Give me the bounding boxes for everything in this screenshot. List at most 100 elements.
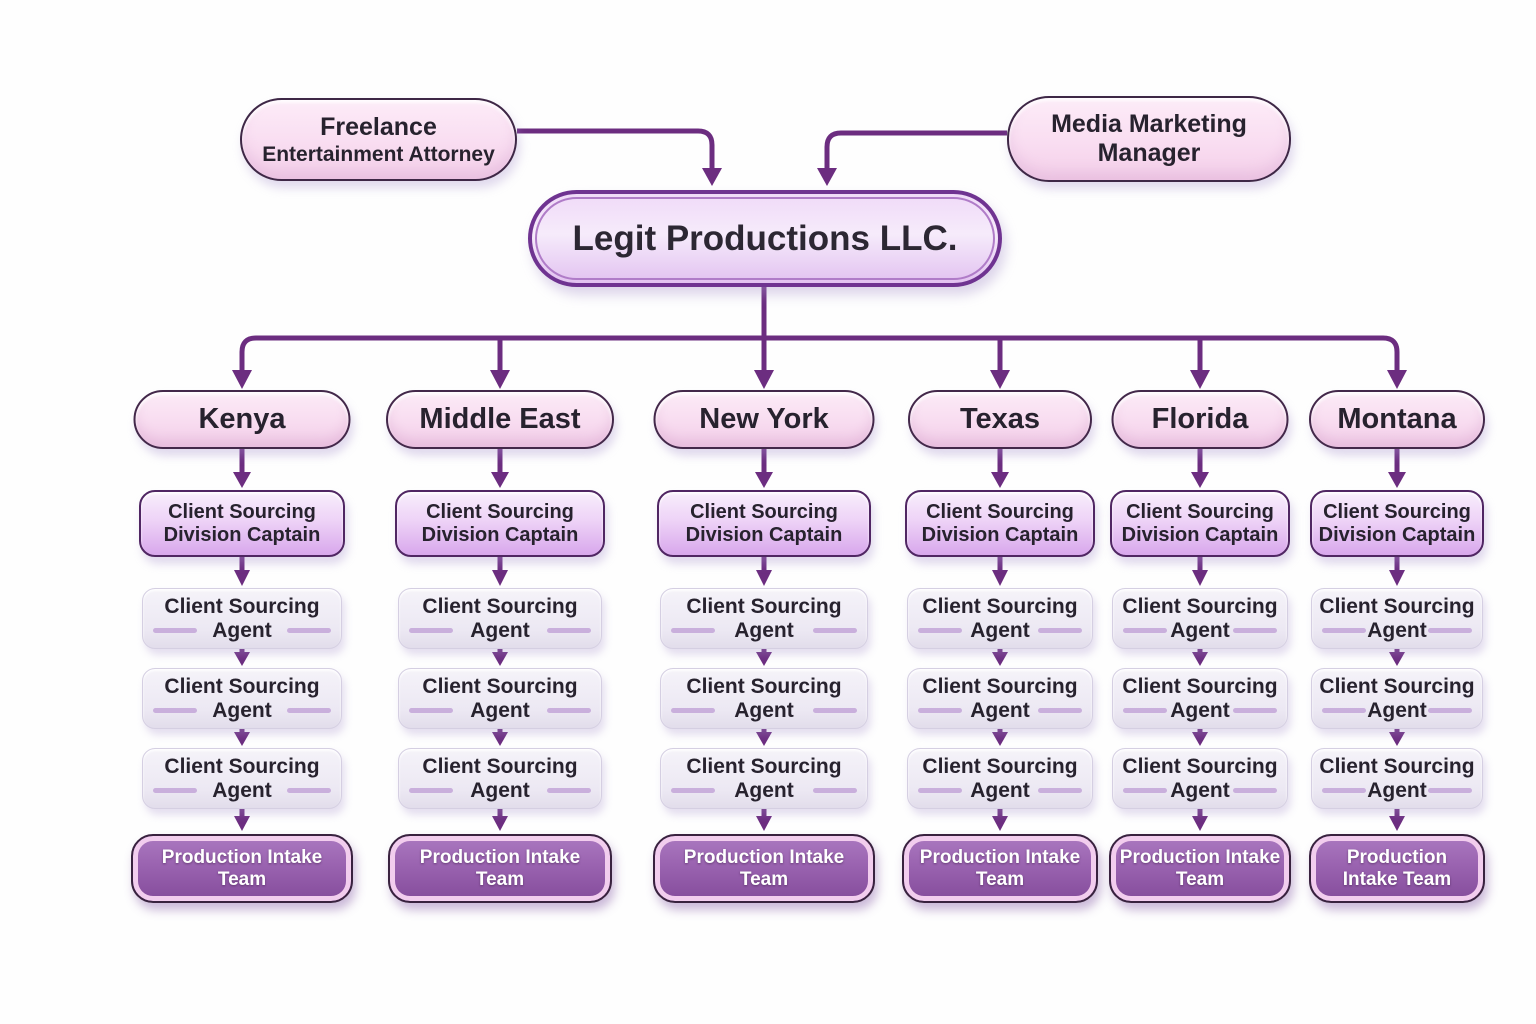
arrowhead: [1192, 732, 1208, 746]
captain-box-montana: Client Sourcing Division Captain: [1310, 490, 1484, 557]
agent-divider-right: [1428, 708, 1472, 713]
attorney-label-line1: Freelance: [320, 112, 437, 141]
agent-label: Client Sourcing Agent: [1319, 674, 1475, 722]
arrowhead: [1389, 570, 1405, 586]
arrowhead: [992, 570, 1008, 586]
team-box-middle-east: Production Intake Team: [388, 834, 612, 903]
agent-box-florida-1: Client Sourcing Agent: [1112, 588, 1288, 649]
captain-label: Client Sourcing Division Captain: [1121, 500, 1279, 546]
team-box-new-york: Production Intake Team: [653, 834, 875, 903]
agent-box-kenya-2: Client Sourcing Agent: [142, 668, 342, 729]
agent-divider-right: [1233, 708, 1277, 713]
captain-label: Client Sourcing Division Captain: [163, 500, 321, 546]
agent-label: Client Sourcing Agent: [922, 674, 1078, 722]
arrowhead: [991, 472, 1009, 488]
arrowhead: [492, 652, 508, 666]
agent-divider-right: [813, 788, 857, 793]
region-pill-kenya: Kenya: [133, 390, 351, 449]
region-label: Middle East: [419, 403, 581, 435]
agent-divider-left: [1123, 708, 1167, 713]
arrowhead: [992, 652, 1008, 666]
agent-divider-left: [409, 708, 453, 713]
agent-divider-left: [671, 788, 715, 793]
agent-divider-left: [153, 628, 197, 633]
agent-label: Client Sourcing Agent: [922, 754, 1078, 802]
agent-divider-left: [153, 708, 197, 713]
agent-divider-left: [671, 628, 715, 633]
team-box-florida: Production Intake Team: [1109, 834, 1291, 903]
arrowhead: [756, 816, 772, 831]
agent-divider-left: [1322, 708, 1366, 713]
agent-box-middle-east-3: Client Sourcing Agent: [398, 748, 602, 809]
agent-divider-right: [1428, 788, 1472, 793]
connector-media-to-root: [824, 130, 1007, 170]
arrowhead: [1190, 370, 1210, 389]
agent-divider-right: [287, 628, 331, 633]
agent-divider-left: [671, 708, 715, 713]
agent-label: Client Sourcing Agent: [1319, 754, 1475, 802]
agent-box-florida-2: Client Sourcing Agent: [1112, 668, 1288, 729]
arrowhead: [755, 472, 773, 488]
arrowhead: [702, 168, 722, 186]
attorney-label-line2: Entertainment Attorney: [262, 142, 495, 166]
arrowhead: [1192, 570, 1208, 586]
agent-box-new-york-1: Client Sourcing Agent: [660, 588, 868, 649]
arrowhead: [990, 370, 1010, 389]
region-pill-texas: Texas: [908, 390, 1092, 449]
team-label: Production Intake Team: [919, 846, 1081, 890]
agent-box-montana-2: Client Sourcing Agent: [1311, 668, 1483, 729]
captain-box-texas: Client Sourcing Division Captain: [905, 490, 1095, 557]
agent-divider-left: [153, 788, 197, 793]
region-pill-middle-east: Middle East: [386, 390, 614, 449]
team-label: Production Intake Team: [419, 846, 581, 890]
arrowhead: [234, 652, 250, 666]
agent-label: Client Sourcing Agent: [422, 754, 578, 802]
region-pill-montana: Montana: [1309, 390, 1485, 449]
agent-divider-left: [1123, 628, 1167, 633]
node-media-marketing-manager: Media Marketing Manager: [1007, 96, 1291, 182]
agent-divider-right: [287, 788, 331, 793]
agent-box-kenya-3: Client Sourcing Agent: [142, 748, 342, 809]
arrowhead: [491, 472, 509, 488]
agent-label: Client Sourcing Agent: [922, 594, 1078, 642]
region-label: New York: [699, 403, 829, 435]
arrowhead: [992, 816, 1008, 831]
captain-box-florida: Client Sourcing Division Captain: [1110, 490, 1290, 557]
arrowhead: [992, 732, 1008, 746]
region-label: Florida: [1151, 403, 1249, 435]
agent-box-montana-3: Client Sourcing Agent: [1311, 748, 1483, 809]
agent-box-florida-3: Client Sourcing Agent: [1112, 748, 1288, 809]
agent-box-middle-east-1: Client Sourcing Agent: [398, 588, 602, 649]
arrowhead: [234, 816, 250, 831]
node-freelance-attorney: Freelance Entertainment Attorney: [240, 98, 517, 181]
connector-bus: [239, 335, 1400, 372]
team-box-montana: Production Intake Team: [1309, 834, 1485, 903]
captain-label: Client Sourcing Division Captain: [421, 500, 579, 546]
agent-divider-left: [918, 708, 962, 713]
agent-divider-right: [547, 628, 591, 633]
arrowhead: [1389, 816, 1405, 831]
team-label: Production Intake Team: [1342, 846, 1452, 890]
agent-divider-right: [547, 788, 591, 793]
agent-box-middle-east-2: Client Sourcing Agent: [398, 668, 602, 729]
arrowhead: [234, 570, 250, 586]
agent-label: Client Sourcing Agent: [422, 674, 578, 722]
agent-divider-right: [287, 708, 331, 713]
agent-divider-right: [1428, 628, 1472, 633]
root-label: Legit Productions LLC.: [572, 218, 958, 258]
agent-label: Client Sourcing Agent: [164, 754, 320, 802]
agent-box-texas-3: Client Sourcing Agent: [907, 748, 1093, 809]
media-label-line2: Manager: [1097, 139, 1201, 167]
agent-box-new-york-3: Client Sourcing Agent: [660, 748, 868, 809]
arrowhead: [233, 472, 251, 488]
team-box-texas: Production Intake Team: [902, 834, 1098, 903]
agent-divider-right: [1233, 628, 1277, 633]
region-pill-florida: Florida: [1111, 390, 1289, 449]
agent-divider-right: [1038, 628, 1082, 633]
agent-box-kenya-1: Client Sourcing Agent: [142, 588, 342, 649]
arrowhead: [1387, 370, 1407, 389]
captain-box-new-york: Client Sourcing Division Captain: [657, 490, 871, 557]
team-label: Production Intake Team: [161, 846, 323, 890]
